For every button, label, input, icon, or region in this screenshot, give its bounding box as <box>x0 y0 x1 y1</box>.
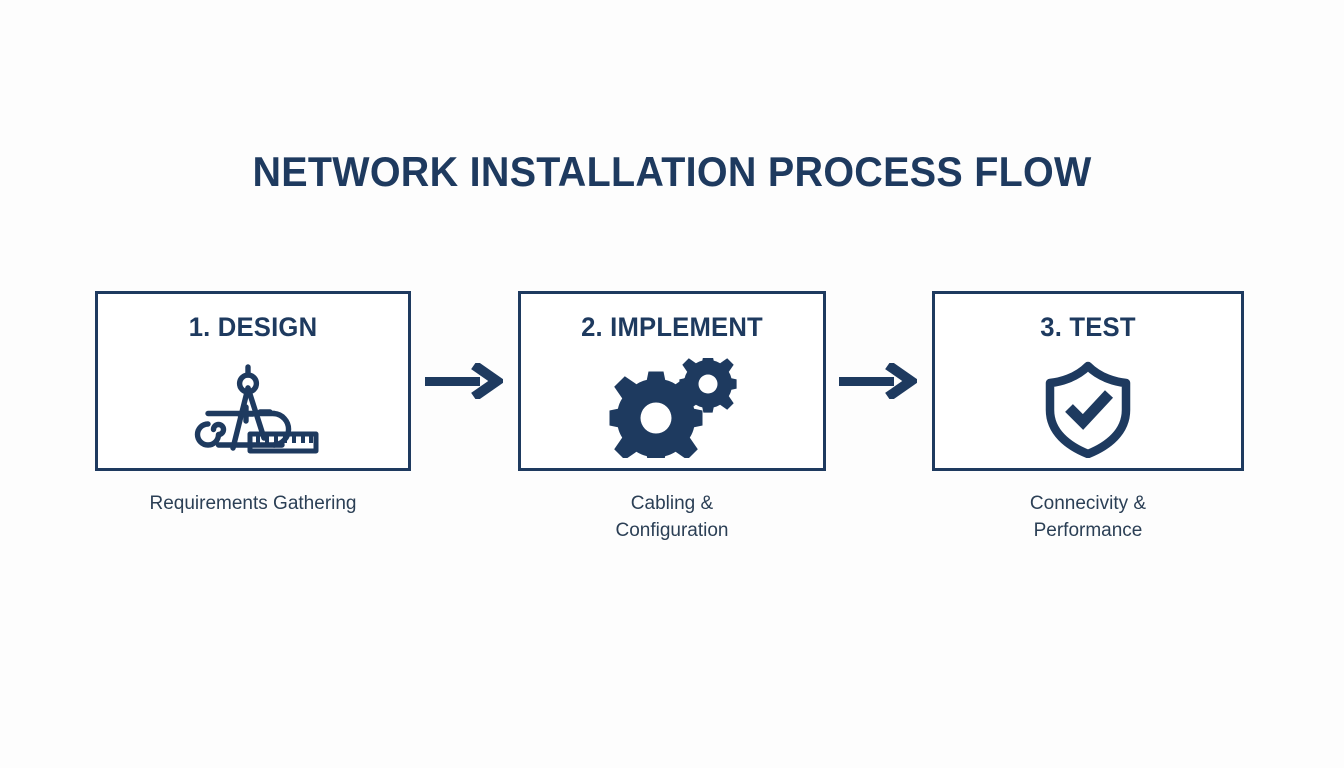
process-step-design[interactable]: 1. DESIGN <box>95 291 411 471</box>
caption-line: Configuration <box>615 520 729 541</box>
step-caption-implement: Cabling & Configuration <box>518 490 826 544</box>
gears-icon <box>521 356 823 460</box>
process-step-test[interactable]: 3. TEST <box>932 291 1244 471</box>
caption-line: Connecivity & <box>1029 493 1147 514</box>
step-heading-design: 1. DESIGN <box>188 312 318 342</box>
shield-check-icon <box>935 356 1241 460</box>
page-title: NETWORK INSTALLATION PROCESS FLOW <box>252 148 1092 195</box>
step-caption-test: Connecivity & Performance <box>932 490 1244 544</box>
step-caption-design: Requirements Gathering <box>95 490 411 517</box>
caption-line: Requirements Gathering <box>149 493 357 514</box>
step-heading-implement: 2. IMPLEMENT <box>581 312 763 342</box>
process-step-implement[interactable]: 2. IMPLEMENT <box>518 291 826 471</box>
step-heading-test: 3. TEST <box>1040 312 1136 342</box>
caption-line: Performance <box>1033 520 1143 541</box>
arrow-right-icon-2 <box>839 360 920 402</box>
caption-line: Cabling & <box>630 493 714 514</box>
process-flow: 1. DESIGN <box>95 291 1244 471</box>
arrow-right-icon-1 <box>425 360 506 402</box>
blueprint-compass-ruler-icon <box>98 356 408 460</box>
